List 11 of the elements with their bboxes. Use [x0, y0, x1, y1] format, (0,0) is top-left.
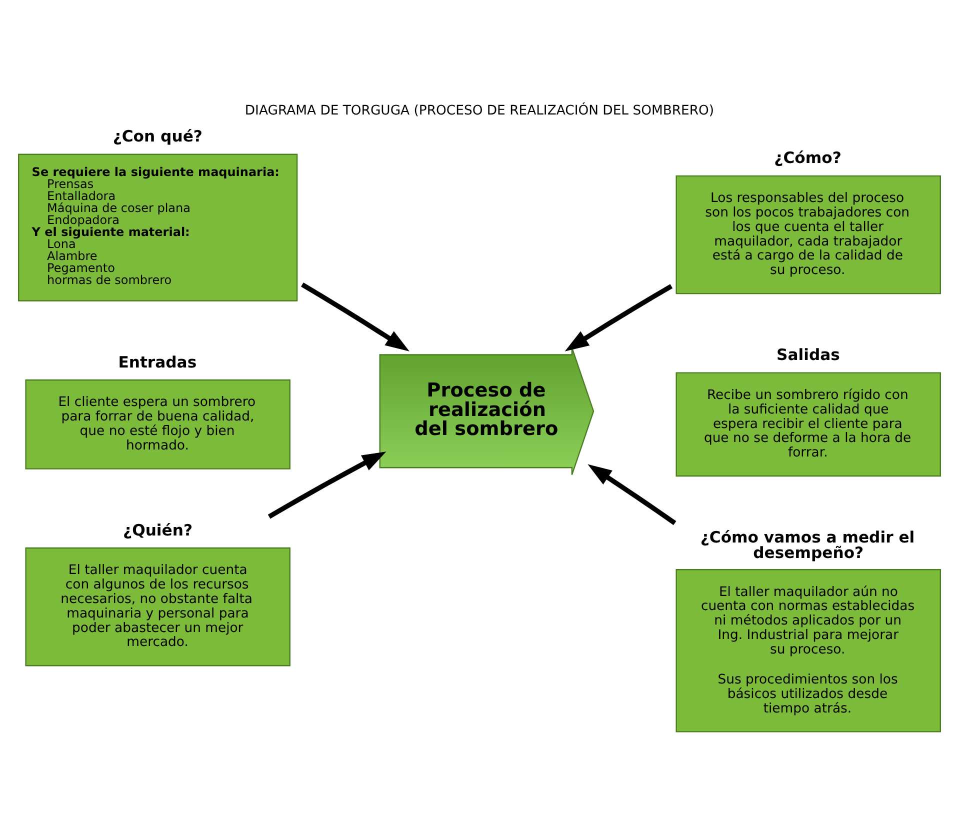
node-label: ¿Cómo vamos a medir el desempeño? [700, 528, 914, 562]
arrow [564, 284, 672, 351]
arrow [587, 464, 676, 525]
arrow [267, 451, 386, 518]
node-label: Entradas [118, 352, 196, 371]
node-label: ¿Con qué? [112, 127, 202, 146]
node-label: ¿Cómo? [774, 148, 841, 167]
diagram-title: DIAGRAMA DE TORGUGA (PROCESO DE REALIZACIÓN DEL SOMBRERO) [244, 102, 714, 118]
node-label: Salidas [776, 346, 840, 364]
node-label: ¿Quién? [122, 520, 192, 539]
arrow [300, 282, 409, 351]
